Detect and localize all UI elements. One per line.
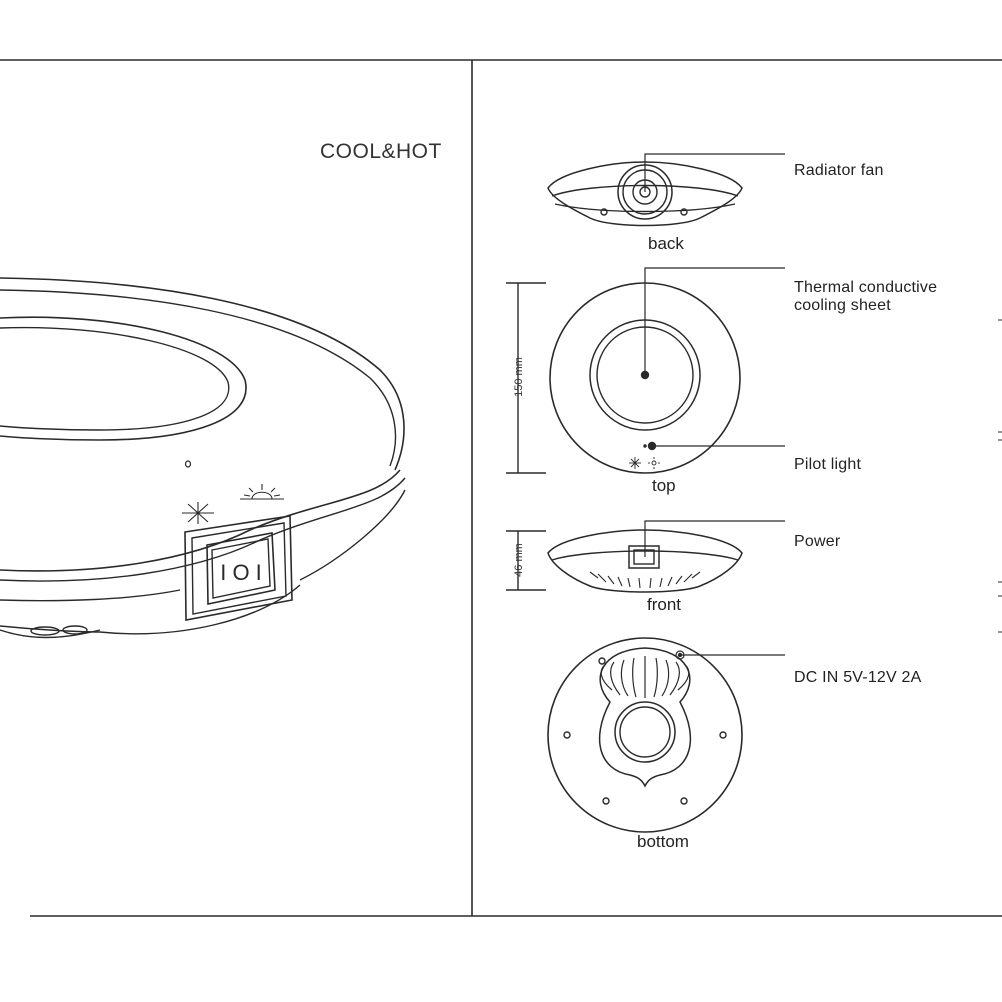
switch-symbol: I O I xyxy=(220,560,262,585)
mini-sun-icon xyxy=(648,457,660,469)
bottom-view xyxy=(547,637,743,833)
callout-radiator-fan: Radiator fan xyxy=(794,162,884,179)
callout-pilot-light: Pilot light xyxy=(794,456,862,473)
view-label-bottom: bottom xyxy=(637,832,689,851)
dimension-diameter: 150 mm xyxy=(513,357,525,397)
device-perspective xyxy=(0,277,406,639)
callout-thermal-sheet: Thermal conductive cooling sheet xyxy=(794,279,938,314)
callout-power: Power xyxy=(794,533,841,550)
callout-dc-in: DC IN 5V-12V 2A xyxy=(794,669,922,686)
view-label-back: back xyxy=(648,234,684,253)
callout-lines xyxy=(644,153,785,656)
snowflake-icon xyxy=(182,502,214,524)
view-label-top: top xyxy=(652,476,676,495)
edge-marks xyxy=(998,319,1002,633)
top-view xyxy=(506,282,741,474)
mini-snowflake-icon xyxy=(629,457,641,469)
view-label-front: front xyxy=(647,595,682,614)
front-view xyxy=(506,529,743,593)
brand-title: COOL&HOT xyxy=(320,140,442,163)
dimension-height: 46 mm xyxy=(513,543,525,577)
sun-icon xyxy=(240,484,284,500)
